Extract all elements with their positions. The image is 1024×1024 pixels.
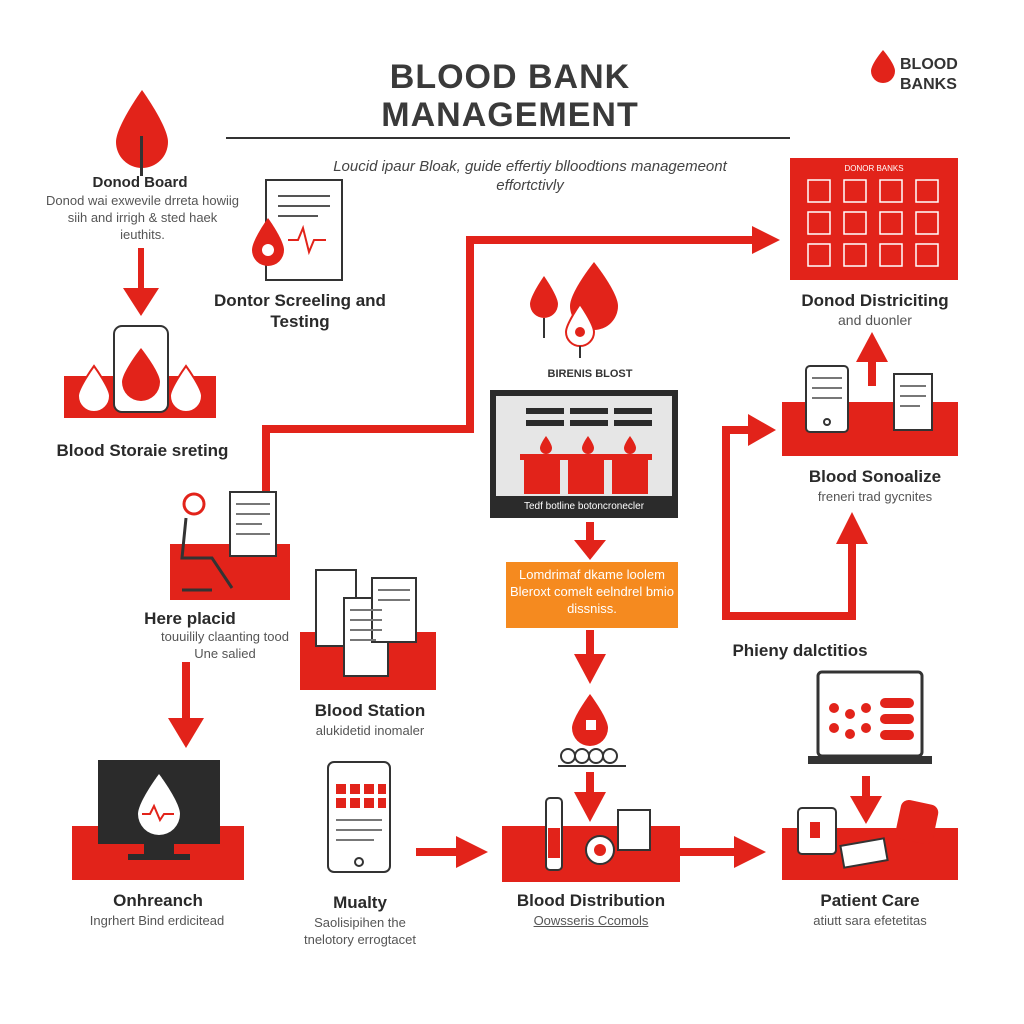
brand-logo: BLOOD BANKS <box>900 55 958 95</box>
page-subtitle: Loucid ipaur Bloak, guide effertiy blloo… <box>333 158 727 194</box>
blood-station-desc: alukidetid inomaler <box>315 723 425 738</box>
station-documents-icon <box>315 569 417 677</box>
mualty-label: Mualty <box>333 893 387 912</box>
arrow-head <box>123 288 159 316</box>
grid-panel-heading: DONOR BANKS <box>844 164 904 173</box>
screening-document-icon <box>252 179 343 281</box>
blood-distribution-desc: Oowsseris Ccomols <box>533 913 649 928</box>
center-screen-caption: Tedf botline botoncronecler <box>490 501 678 512</box>
patient-care-label: Patient Care <box>820 891 920 910</box>
donor-grid-panel: DONOR BANKS <box>790 158 958 280</box>
blood-storage-label: Blood Storaie sreting <box>56 441 229 460</box>
here-placid-desc: touuilily claanting tood Une salied <box>161 629 289 661</box>
monitor-icon <box>98 760 220 860</box>
blood-station-label: Blood Station <box>314 701 426 720</box>
storage-phone-icon <box>76 325 204 413</box>
distribution-items-icon <box>545 797 651 871</box>
brand-line-2: BANKS <box>900 76 957 93</box>
donor-board-desc: Donod wai exwevile drreta howiig siih an… <box>46 193 239 242</box>
outreach-desc: Ingrhert Bind erdicitead <box>89 913 225 928</box>
donor-distributing-label: Donod Districiting <box>801 291 949 310</box>
donor-board-label: Donod Board <box>92 174 188 191</box>
tablet-icon <box>327 761 391 873</box>
blood-sonoalize-label: Blood Sonoalize <box>808 467 942 486</box>
drops-icon <box>530 262 618 358</box>
orange-note: Lomdrimaf dkame loolem Bleroxt comelt ee… <box>506 562 678 628</box>
page-title: BLOOD BANK MANAGEMENT <box>300 58 720 134</box>
sonoalize-devices-icon <box>805 365 933 433</box>
blood-sonoalize-desc: freneri trad gycnites <box>817 489 933 504</box>
brand-line-1: BLOOD <box>900 56 958 73</box>
blood-distribution-label: Blood Distribution <box>516 891 666 910</box>
title-divider <box>226 137 790 139</box>
blood-donation-icon <box>558 694 626 767</box>
patient-care-items-icon <box>797 799 939 869</box>
donor-distributing-desc: and duonler <box>838 312 912 328</box>
center-heading: BIRENIS BLOST <box>547 368 633 380</box>
mualty-desc: Saolisipihen the tnelotory errogtacet <box>303 915 416 947</box>
tanks-illustration <box>520 408 652 494</box>
brand-drop-icon <box>871 50 895 83</box>
person-desk-icon <box>180 491 277 592</box>
title-line-1: BLOOD BANK <box>389 58 631 96</box>
laptop-icon <box>808 670 932 764</box>
blood-drop-icon <box>116 90 168 176</box>
patient-care-desc: atiutt sara efetetitas <box>813 913 927 928</box>
donor-screening-label: Dontor Screeling and Testing <box>214 291 386 331</box>
title-line-2: MANAGEMENT <box>381 96 639 134</box>
outreach-label: Onhreanch <box>113 891 203 910</box>
center-screen: Tedf botline botoncronecler <box>490 390 678 518</box>
center-screen-display <box>496 396 672 496</box>
grid-icons <box>807 179 939 267</box>
here-placid-label: Here placid <box>144 609 236 628</box>
phieny-label: Phieny dalctitios <box>732 641 868 660</box>
